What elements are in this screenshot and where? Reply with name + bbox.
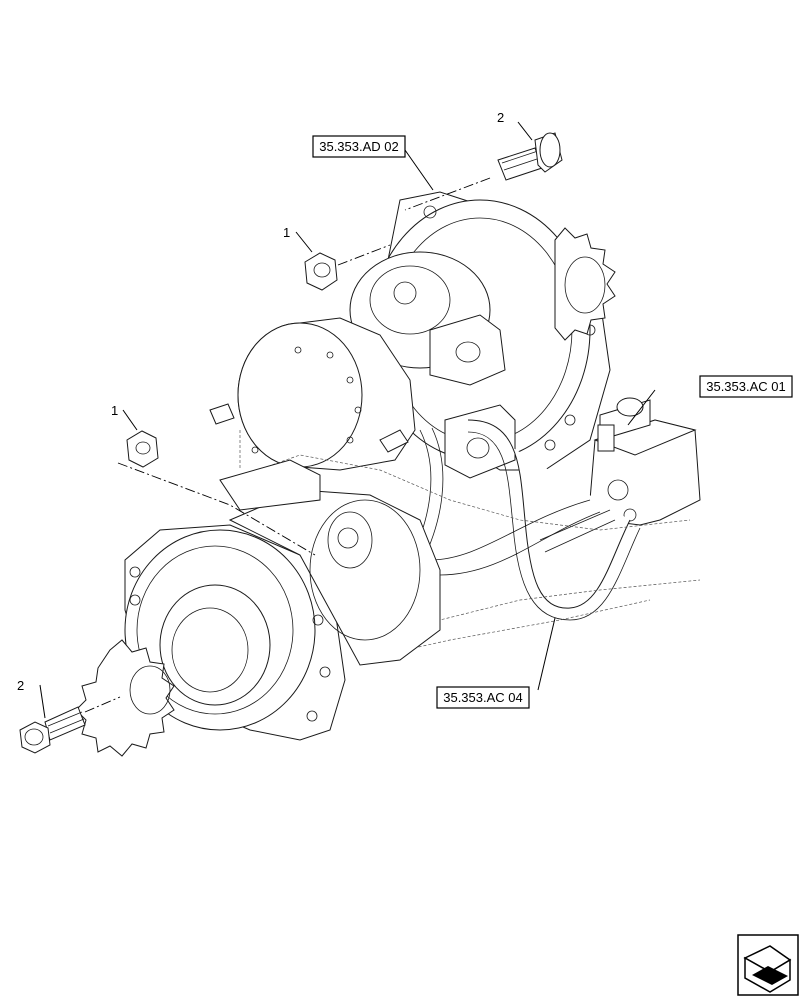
- nut-left: [126, 430, 159, 468]
- callout-bolt-top: 2: [497, 110, 504, 125]
- reference-label-ac04-text: 35.353.AC 04: [443, 690, 523, 705]
- callout-nut-top: 1: [283, 225, 290, 240]
- leader-lines: [39, 121, 656, 719]
- reference-label-ac01[interactable]: 35.353.AC 01: [699, 375, 793, 398]
- motor-end-cover: [209, 317, 416, 471]
- reference-label-ad02[interactable]: 35.353.AD 02: [312, 135, 406, 158]
- assembly-center-lines: [84, 177, 491, 713]
- hydraulic-hoses: [409, 419, 641, 621]
- next-page-arrow-icon[interactable]: [737, 934, 799, 996]
- bolt-bottom: [19, 706, 86, 754]
- reference-label-ac04[interactable]: 35.353.AC 04: [436, 686, 530, 709]
- reference-label-ad02-text: 35.353.AD 02: [319, 139, 399, 154]
- callout-nut-left: 1: [111, 403, 118, 418]
- bolt-top: [497, 132, 563, 181]
- front-drive-motor: [75, 459, 441, 757]
- nut-top: [304, 252, 338, 291]
- rear-drive-motor: [349, 191, 616, 479]
- solenoid-valve-block: [589, 397, 701, 526]
- reference-label-ac01-text: 35.353.AC 01: [706, 379, 786, 394]
- callout-bolt-bottom: 2: [17, 678, 24, 693]
